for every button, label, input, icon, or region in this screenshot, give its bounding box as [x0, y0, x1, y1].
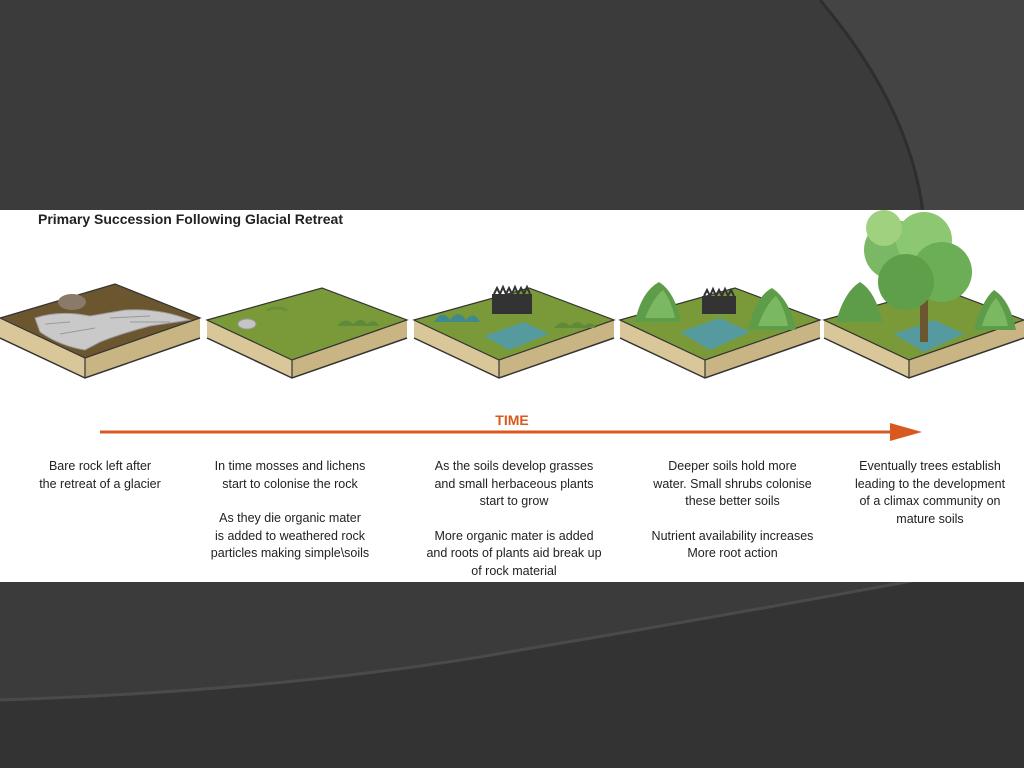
caption-line: More organic mater is added: [434, 528, 594, 543]
succession-diagram: Primary Succession Following Glacial Ret…: [0, 210, 1024, 582]
caption-line: of rock material: [471, 563, 557, 578]
caption-line: particles making simple\soils: [210, 546, 370, 560]
caption-line: More root action: [687, 546, 778, 560]
stage-1-bare-rock-scene: [0, 283, 202, 379]
stage-5-tree-scene: [823, 210, 1024, 379]
caption-line: is added to weathered rock: [214, 528, 366, 543]
caption-line: start to colonise the rock: [222, 476, 358, 491]
stage-4-caption: Deeper soils hold more water. Small shru…: [630, 458, 835, 563]
stage-3-caption: As the soils develop grasses and small h…: [404, 458, 624, 580]
caption-line: leading to the development: [854, 476, 1006, 491]
stage-2-caption: In time mosses and lichens start to colo…: [195, 458, 385, 563]
caption-line: these better soils: [685, 494, 780, 508]
time-arrow: [100, 423, 922, 441]
caption-line: As they die organic mater: [219, 511, 361, 525]
caption-line: start to grow: [479, 494, 549, 508]
diagram-title: Primary Succession Following Glacial Ret…: [38, 211, 343, 227]
stage-1-caption: Bare rock left after the retreat of a gl…: [20, 458, 180, 493]
caption-line: the retreat of a glacier: [39, 476, 161, 491]
succession-scenes: [0, 210, 1024, 379]
caption-line: Deeper soils hold more: [668, 459, 797, 473]
caption-line: As the soils develop grasses: [434, 459, 594, 473]
caption-line: Eventually trees establish: [859, 459, 1001, 473]
caption-line: Nutrient availability increases: [651, 528, 814, 543]
caption-line: In time mosses and lichens: [214, 459, 366, 473]
stage-5-caption: Eventually trees establish leading to th…: [838, 458, 1022, 528]
caption-line: of a climax community on: [859, 494, 1001, 508]
stage-4-shrub-scene: [619, 282, 821, 379]
caption-line: Bare rock left after: [48, 459, 152, 473]
caption-line: and small herbaceous plants: [434, 476, 594, 491]
caption-line: and roots of plants aid break up: [426, 546, 602, 560]
caption-line: mature soils: [896, 511, 964, 526]
stage-2-moss-scene: [206, 287, 408, 379]
stage-3-grass-scene: [413, 284, 615, 379]
time-label: TIME: [495, 412, 529, 428]
caption-line: water. Small shrubs colonise: [653, 476, 812, 491]
